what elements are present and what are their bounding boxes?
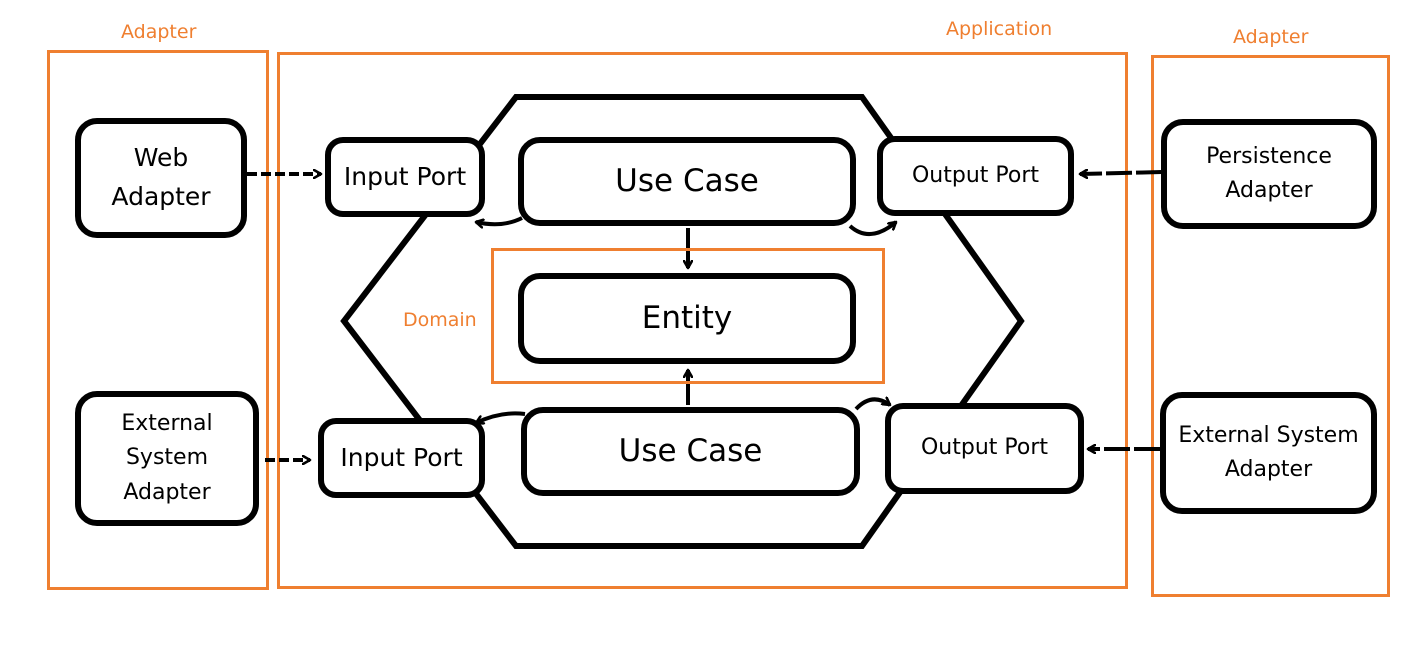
application-label: Application: [946, 18, 1053, 40]
adapter-right-zone: [1151, 55, 1390, 597]
external-adapter-left-line2: System: [125, 445, 209, 471]
use-case-bottom-node: Use Case: [521, 407, 860, 496]
input-port-top-node: Input Port: [325, 137, 485, 217]
input-port-bottom-node: Input Port: [318, 418, 485, 498]
domain-label: Domain: [403, 309, 477, 331]
entity-node: Entity: [518, 273, 856, 364]
adapter-left-zone: [47, 50, 269, 590]
web-adapter-line1: Web: [133, 143, 189, 173]
use-case-bottom-label: Use Case: [618, 433, 763, 470]
persistence-adapter-node: Persistence Adapter: [1161, 119, 1377, 229]
persistence-adapter-line2: Adapter: [1225, 178, 1313, 203]
output-port-bottom-node: Output Port: [885, 403, 1084, 494]
domain-zone: [491, 248, 885, 384]
use-case-top-to-input-port-arrow: [476, 216, 523, 224]
output-port-bottom-label: Output Port: [920, 435, 1049, 461]
external-adapter-right-line1: External System: [1178, 422, 1359, 448]
use-case-top-label: Use Case: [615, 163, 759, 200]
entity-label: Entity: [641, 300, 733, 337]
adapter-right-label: Adapter: [1233, 26, 1309, 48]
web-adapter-line2: Adapter: [111, 182, 211, 211]
use-case-bottom-to-input-port-arrow: [476, 411, 526, 425]
application-hexagon: [340, 94, 1025, 549]
adapter-left-label: Adapter: [121, 21, 197, 43]
input-port-top-label: Input Port: [343, 161, 467, 191]
external-adapter-left-line1: External: [121, 411, 213, 437]
external-system-adapter-right-node: External System Adapter: [1160, 392, 1377, 514]
external-adapter-left-line3: Adapter: [123, 479, 211, 505]
use-case-top-node: Use Case: [518, 137, 856, 226]
output-port-top-label: Output Port: [911, 162, 1040, 188]
web-adapter-node: Web Adapter: [75, 118, 247, 238]
external-system-adapter-left-node: External System Adapter: [75, 391, 259, 526]
external-adapter-right-line2: Adapter: [1224, 457, 1313, 482]
application-zone: [277, 52, 1128, 589]
persistence-adapter-line1: Persistence: [1206, 143, 1332, 169]
use-case-top-to-output-port-arrow: [848, 220, 896, 236]
input-port-bottom-label: Input Port: [340, 442, 463, 472]
use-case-bottom-to-output-port-arrow: [854, 399, 890, 411]
output-port-top-node: Output Port: [877, 136, 1074, 216]
persistence-adapter-to-output-port-arrow: [1080, 172, 1163, 174]
